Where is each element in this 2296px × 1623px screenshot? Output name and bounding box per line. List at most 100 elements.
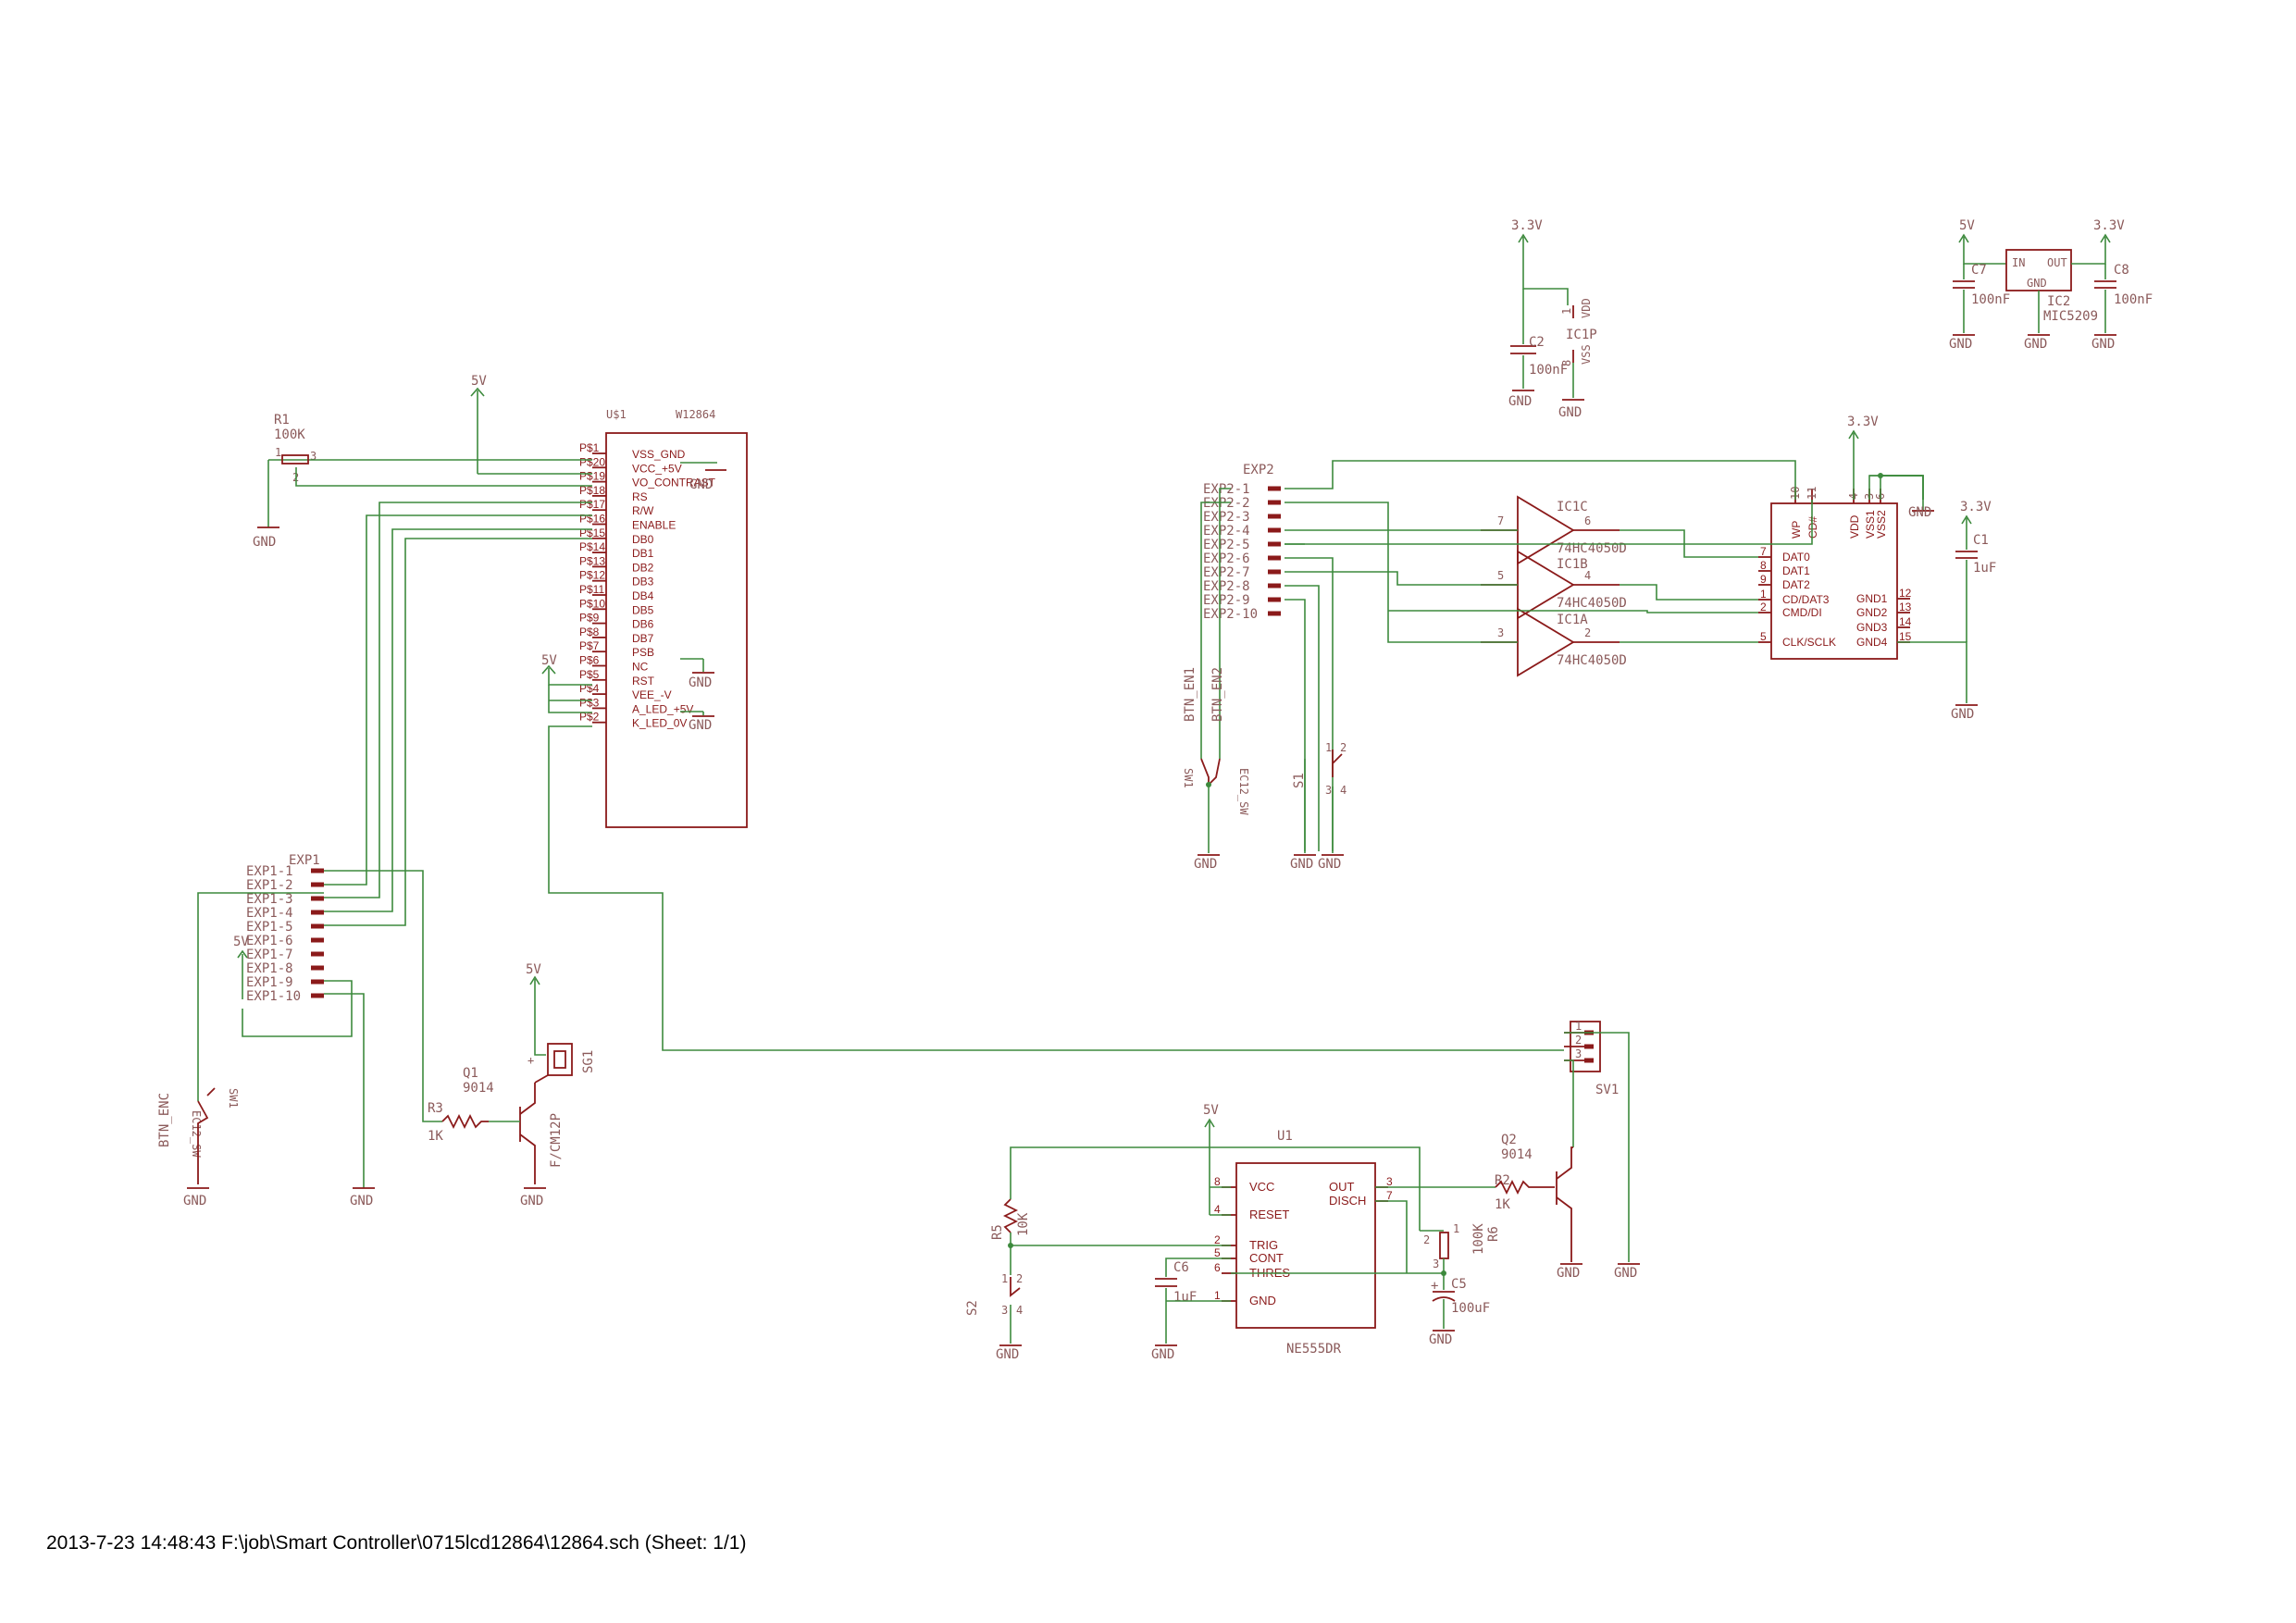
exp1-pin-label: EXP1-9 bbox=[246, 975, 293, 990]
lcd-pin-signal: DB7 bbox=[632, 632, 654, 645]
sd-left-label: DAT1 bbox=[1782, 564, 1810, 577]
sd-top-num: 11 bbox=[1806, 487, 1818, 500]
lcd-pin-signal: RST bbox=[632, 675, 655, 688]
svg-text:GND: GND bbox=[1949, 337, 1972, 352]
svg-text:S1: S1 bbox=[1292, 773, 1307, 788]
lcd-pin-number: P$4 bbox=[579, 682, 600, 695]
svg-text:C5: C5 bbox=[1451, 1277, 1467, 1292]
lcd-pin-signal: DB6 bbox=[632, 618, 654, 631]
svg-text:1: 1 bbox=[1560, 308, 1573, 315]
sd-top-label: VDD bbox=[1848, 514, 1861, 539]
svg-text:F/CM12P: F/CM12P bbox=[549, 1113, 564, 1168]
svg-text:5V: 5V bbox=[526, 962, 541, 977]
ic1p-power: 3.3V GND C2 100nF IC1P 1 VDD 8 VSS GND bbox=[1508, 218, 1597, 420]
svg-text:IC1P: IC1P bbox=[1566, 328, 1597, 342]
exp1-connector: EXP1 EXP1-1EXP1-2EXP1-3EXP1-4EXP1-5EXP1-… bbox=[242, 853, 442, 1188]
exp1-pin-label: EXP1-8 bbox=[246, 961, 293, 976]
sv1-pin-number: 3 bbox=[1575, 1047, 1582, 1060]
sd-left-label: DAT0 bbox=[1782, 551, 1810, 564]
sd-right-num: 15 bbox=[1899, 630, 1912, 643]
sd-left-num: 5 bbox=[1760, 630, 1767, 643]
svg-text:BTN_ENC: BTN_ENC bbox=[157, 1093, 172, 1147]
svg-text:100K: 100K bbox=[274, 427, 305, 442]
sv1-pin-number: 1 bbox=[1575, 1020, 1582, 1033]
svg-text:GND: GND bbox=[1508, 394, 1532, 409]
exp2-pin-label: EXP2-7 bbox=[1203, 565, 1250, 580]
svg-text:R1: R1 bbox=[274, 413, 290, 427]
buffer-part: 74HC4050D bbox=[1557, 653, 1627, 668]
sd-top-label: VSS2 bbox=[1875, 510, 1888, 539]
svg-text:SW1: SW1 bbox=[1182, 768, 1195, 788]
sd-left-num: 2 bbox=[1760, 601, 1767, 613]
svg-text:EC12_SW: EC12_SW bbox=[190, 1110, 203, 1158]
lcd-pin-signal: A_LED_+5V bbox=[632, 702, 693, 715]
exp2-pin-label: EXP2-9 bbox=[1203, 593, 1250, 608]
buffer-out-pin: 2 bbox=[1584, 626, 1591, 639]
svg-text:+: + bbox=[1431, 1279, 1438, 1294]
plot-footer: 2013-7-23 14:48:43 F:\job\Smart Controll… bbox=[46, 1532, 747, 1554]
lcd-pin-number: P$20 bbox=[579, 455, 605, 468]
ne555-supply: 5V bbox=[1010, 1103, 1421, 1231]
lcd-pin-number: P$17 bbox=[579, 498, 605, 511]
r5-resistor: R5 10K bbox=[990, 1170, 1231, 1248]
u1-left-num: 1 bbox=[1214, 1289, 1221, 1302]
s1-switch: S1 GND GND 1 2 3 4 bbox=[1290, 741, 1347, 872]
lcd-ref: U$1 bbox=[606, 408, 627, 421]
sd-left-label: CMD/DI bbox=[1782, 606, 1822, 619]
svg-text:C7: C7 bbox=[1971, 263, 1987, 278]
buffer-net bbox=[1388, 610, 1758, 613]
lcd-pin-number: P$14 bbox=[579, 540, 605, 553]
lcd-pin-number: P$8 bbox=[579, 626, 600, 638]
svg-text:EXP2: EXP2 bbox=[1243, 463, 1274, 477]
svg-text:IN: IN bbox=[2012, 256, 2025, 269]
svg-text:100K: 100K bbox=[1471, 1223, 1486, 1255]
exp2-pin-label: EXP2-10 bbox=[1203, 607, 1258, 622]
sd-left-num: 9 bbox=[1760, 573, 1767, 586]
lcd-pin-signal: RS bbox=[632, 490, 648, 503]
u1-left-label: VCC bbox=[1249, 1180, 1274, 1194]
svg-text:4: 4 bbox=[1016, 1304, 1023, 1317]
svg-text:SW1: SW1 bbox=[227, 1088, 240, 1109]
sd-power: 3.3V GND bbox=[1847, 415, 1934, 520]
lcd-pin-signal: K_LED_0V bbox=[632, 717, 687, 730]
buffer-in-pin: 3 bbox=[1497, 626, 1504, 639]
svg-text:5V: 5V bbox=[233, 935, 249, 949]
svg-text:100nF: 100nF bbox=[2114, 292, 2153, 307]
svg-text:1: 1 bbox=[1453, 1222, 1459, 1235]
svg-text:OUT: OUT bbox=[2047, 256, 2067, 269]
mic5209-regulator: 5V GND C7 100nF IN OUT GND IC2 MIC5209 G… bbox=[1949, 218, 2153, 352]
sd-right-label: GND1 bbox=[1856, 592, 1888, 605]
exp2-pin-label: EXP2-4 bbox=[1203, 524, 1250, 539]
svg-text:3.3V: 3.3V bbox=[1960, 500, 1992, 514]
buffer-part: 74HC4050D bbox=[1557, 596, 1627, 611]
svg-text:EXP1: EXP1 bbox=[289, 853, 320, 868]
svg-text:R5: R5 bbox=[990, 1224, 1005, 1240]
exp1-gnd: GND bbox=[350, 1187, 375, 1208]
svg-text:5V: 5V bbox=[1203, 1103, 1219, 1118]
svg-text:3: 3 bbox=[310, 450, 316, 463]
svg-text:8: 8 bbox=[1560, 360, 1573, 366]
svg-text:C2: C2 bbox=[1529, 335, 1545, 350]
exp2-pin-label: EXP2-1 bbox=[1203, 482, 1250, 497]
u1-left-label: CONT bbox=[1249, 1251, 1284, 1265]
svg-text:5V: 5V bbox=[541, 653, 557, 668]
lcd-pin-signal: PSB bbox=[632, 646, 654, 659]
svg-text:GND: GND bbox=[996, 1347, 1019, 1362]
sd-top-label: CD# bbox=[1806, 516, 1819, 539]
exp2-pin-list: EXP2-1EXP2-2EXP2-3EXP2-4EXP2-5EXP2-6EXP2… bbox=[1203, 482, 1281, 622]
svg-text:GND: GND bbox=[1194, 857, 1217, 872]
svg-text:GND: GND bbox=[1614, 1266, 1637, 1281]
q1-transistor: Q1 9014 GND bbox=[463, 1066, 546, 1208]
buffer-ref: IC1B bbox=[1557, 557, 1588, 572]
sv1-pin-number: 2 bbox=[1575, 1034, 1582, 1047]
svg-text:GND: GND bbox=[1151, 1347, 1174, 1362]
sd-right-num: 12 bbox=[1899, 587, 1912, 600]
lcd-pin-number: P$6 bbox=[579, 654, 600, 667]
svg-text:IC2: IC2 bbox=[2047, 294, 2070, 309]
lcd-part: W12864 bbox=[676, 408, 715, 421]
svg-text:C8: C8 bbox=[2114, 263, 2129, 278]
u1-left-num: 6 bbox=[1214, 1261, 1221, 1274]
svg-text:R3: R3 bbox=[428, 1101, 443, 1116]
buffer-out-pin: 6 bbox=[1584, 514, 1591, 527]
